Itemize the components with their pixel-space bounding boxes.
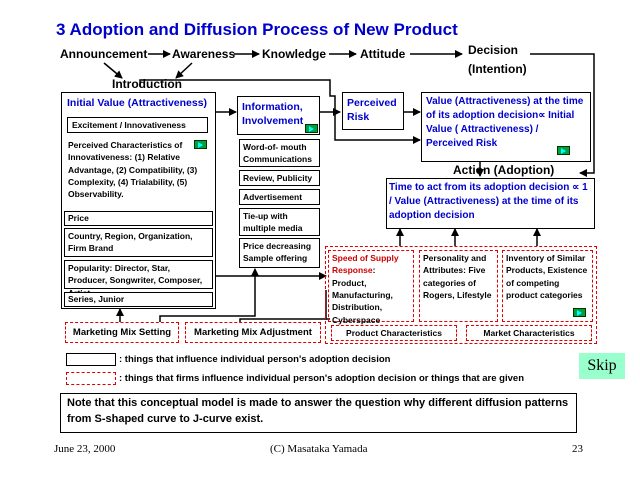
- speed-red-text: Speed of Supply Response: [332, 253, 399, 276]
- information-header: Information, Involvement: [242, 101, 304, 128]
- value-decision-text: Value (Attractiveness) at the time of it…: [426, 96, 584, 149]
- skip-button[interactable]: Skip: [579, 353, 625, 379]
- note-text: Note that this conceptual model is made …: [67, 397, 569, 425]
- play-button-icon[interactable]: [305, 124, 318, 133]
- footer-date: June 23, 2000: [54, 443, 116, 455]
- market-characteristics-text: Market Characteristics: [483, 328, 575, 338]
- arrow-initial-value-long: [139, 79, 421, 144]
- series-text: Series, Junior: [68, 294, 125, 304]
- time-to-act-box: [386, 178, 595, 229]
- tie-up-box: Tie-up with multiple media: [239, 208, 320, 236]
- initial-value-header: Initial Value (Attractiveness): [67, 97, 208, 109]
- footer-page-number: 23: [572, 443, 583, 455]
- perceived-risk-box: [342, 92, 404, 130]
- advertisement-box: Advertisement: [239, 189, 320, 205]
- word-of-mouth-box: Word-of- mouth Communications: [239, 139, 320, 167]
- legend-dashed-text: : things that firms influence individual…: [119, 373, 524, 384]
- perceived-risk-text: Perceived Risk: [347, 97, 397, 124]
- note-box: Note that this conceptual model is made …: [60, 393, 577, 433]
- price-decreasing-text: Price decreasing Sample offering: [243, 241, 312, 264]
- footer-author: (C) Masataka Yamada: [270, 443, 368, 455]
- excitement-text: Excitement / Innovativeness: [72, 120, 186, 130]
- action-label: Action (Adoption): [453, 163, 555, 177]
- perceived-characteristics: Perceived Characteristics of Innovativen…: [68, 140, 198, 200]
- stage-awareness: Awareness: [172, 47, 236, 61]
- arrow-adjust-speed: [239, 290, 327, 322]
- product-characteristics-text: Product Characteristics: [346, 328, 442, 338]
- stage-knowledge: Knowledge: [262, 47, 327, 61]
- marketing-mix-setting-box: Marketing Mix Setting: [65, 322, 179, 343]
- stage-attitude: Attitude: [360, 47, 406, 61]
- speed-box: Speed of Supply Response: Product, Manuf…: [328, 250, 414, 325]
- popularity-box: Popularity: Director, Star, Producer, So…: [64, 260, 213, 298]
- country-text: Country, Region, Organization, Firm Bran…: [68, 231, 193, 254]
- legend-dashed-swatch: [66, 372, 116, 385]
- arrow-setting-info: [159, 268, 259, 322]
- play-button-icon[interactable]: [194, 140, 207, 149]
- time-to-act-text: Time to act from its adoption decision ∝…: [389, 182, 588, 221]
- personality-text: Personality and Attributes: Five categor…: [423, 253, 492, 300]
- price-box: Price: [64, 211, 213, 226]
- stage-decision: Decision: [468, 43, 519, 57]
- country-box: Country, Region, Organization, Firm Bran…: [64, 228, 213, 257]
- stage-intention: (Intention): [468, 62, 527, 76]
- speed-rest-text: : Product, Manufacturing, Distribution, …: [332, 265, 393, 325]
- market-characteristics-box: Market Characteristics: [466, 325, 592, 341]
- slide-title: 3 Adoption and Diffusion Process of New …: [56, 20, 458, 39]
- excitement-box: Excitement / Innovativeness: [67, 117, 208, 133]
- marketing-mix-adjust-text: Marketing Mix Adjustment: [194, 327, 312, 338]
- review-box: Review, Publicity: [239, 170, 320, 186]
- tie-up-text: Tie-up with multiple media: [243, 211, 303, 234]
- product-characteristics-box: Product Characteristics: [331, 325, 457, 341]
- legend-solid-swatch: [66, 353, 116, 366]
- inventory-text: Inventory of Similar Products, Existence…: [506, 253, 588, 300]
- word-of-mouth-text: Word-of- mouth Communications: [243, 142, 312, 165]
- marketing-mix-adjust-box: Marketing Mix Adjustment: [185, 322, 321, 343]
- play-button-icon[interactable]: [573, 308, 586, 317]
- personality-box: Personality and Attributes: Five categor…: [419, 250, 498, 322]
- stage-introduction: Introduction: [112, 77, 182, 91]
- advertisement-text: Advertisement: [243, 192, 303, 202]
- play-button-icon[interactable]: [557, 146, 570, 155]
- arrow-awareness-introduction: [175, 62, 193, 79]
- review-text: Review, Publicity: [243, 173, 313, 183]
- price-text: Price: [68, 213, 89, 223]
- series-box: Series, Junior: [64, 292, 213, 307]
- marketing-mix-setting-text: Marketing Mix Setting: [72, 327, 172, 338]
- legend-solid-text: : things that influence individual perso…: [119, 354, 391, 365]
- arrow-announcement-introduction: [103, 62, 123, 79]
- price-decreasing-box: Price decreasing Sample offering: [239, 238, 320, 268]
- stage-announcement: Announcement: [60, 47, 148, 61]
- inventory-box: Inventory of Similar Products, Existence…: [502, 250, 593, 322]
- characteristics-region: [325, 246, 597, 344]
- arrow-decision-action: [530, 53, 595, 177]
